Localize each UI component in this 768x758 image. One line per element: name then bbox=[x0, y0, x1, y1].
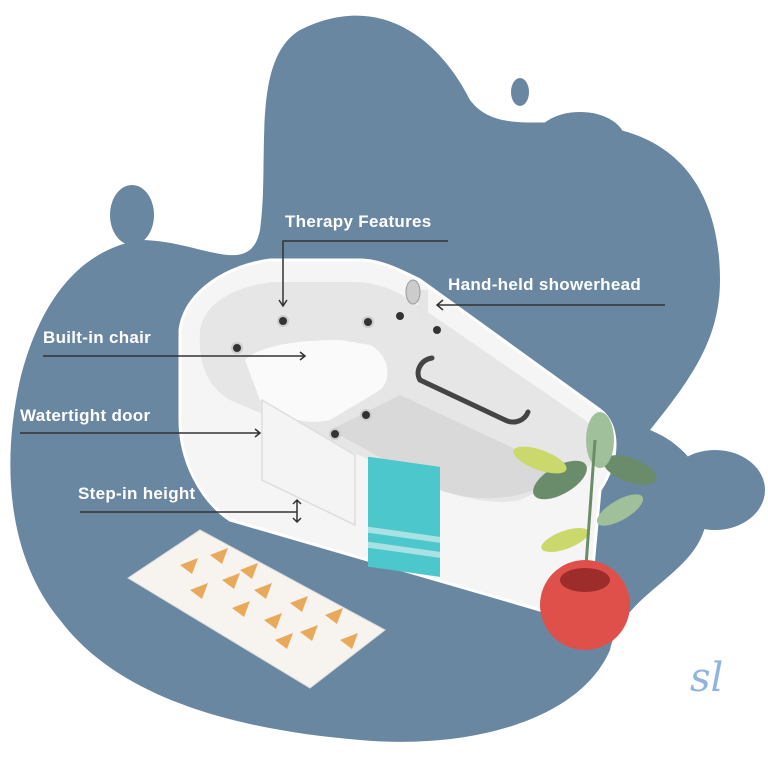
rug bbox=[127, 529, 386, 689]
callout-lines bbox=[20, 240, 665, 524]
potted-plant bbox=[513, 412, 657, 650]
blob-dot bbox=[535, 112, 625, 168]
label-built-in-chair: Built-in chair bbox=[43, 328, 152, 347]
brand-logo: sl bbox=[690, 655, 724, 701]
built-in-chair bbox=[245, 340, 388, 422]
therapy-jets bbox=[231, 315, 374, 440]
towel bbox=[368, 456, 440, 577]
label-therapy-features: Therapy Features bbox=[285, 212, 432, 231]
label-watertight-door: Watertight door bbox=[20, 406, 151, 425]
label-step-in-height: Step-in height bbox=[78, 484, 196, 503]
blob-dot bbox=[110, 185, 154, 245]
blob-dot bbox=[665, 450, 765, 530]
faucet bbox=[396, 279, 441, 334]
grab-bar bbox=[415, 355, 531, 425]
watertight-door bbox=[261, 398, 356, 527]
bathtub bbox=[178, 258, 617, 617]
label-showerhead: Hand-held showerhead bbox=[448, 275, 642, 294]
blob-dot bbox=[511, 78, 529, 106]
